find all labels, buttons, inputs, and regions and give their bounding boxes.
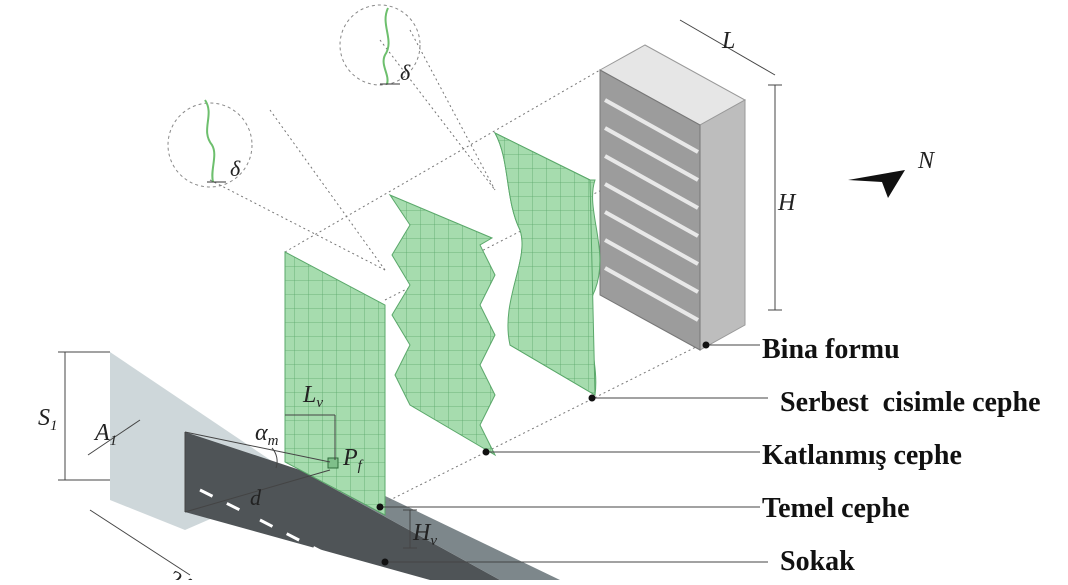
detail-bubble-left: δ	[167, 99, 253, 188]
callout-dots	[376, 341, 710, 566]
label-2A: 2A	[162, 565, 198, 580]
dimension-lines	[58, 19, 782, 576]
callout-leaders	[380, 344, 768, 563]
pf-point	[327, 457, 339, 469]
callout-sokak: Sokak	[780, 546, 855, 577]
delta-label-left: δ	[230, 156, 241, 181]
base-facade	[284, 251, 386, 516]
callout-serbest: Serbest cisimle cephe	[780, 387, 1041, 418]
label-Hv: Hv	[412, 520, 437, 549]
building-form	[598, 44, 747, 351]
delta-label-right: δ	[400, 60, 411, 85]
callout-katlanmis: Katlanmış cephe	[762, 440, 962, 471]
freeform-facade	[493, 131, 601, 396]
callout-bina-formu: Bina formu	[762, 334, 900, 365]
label-Lv: Lv	[302, 382, 323, 411]
label-A1: A1	[93, 420, 117, 449]
folded-facade	[388, 193, 497, 457]
label-d: d	[250, 485, 262, 510]
street-surface	[110, 352, 560, 580]
label-S1: S1	[38, 405, 58, 434]
label-Pf: Pf	[342, 445, 364, 474]
detail-bubble-right: δ	[339, 4, 421, 86]
north-label: N	[917, 148, 936, 174]
north-arrow-icon: N	[848, 148, 936, 198]
callout-temel: Temel cephe	[762, 493, 910, 524]
label-L: L	[721, 28, 735, 54]
label-H: H	[777, 190, 797, 216]
label-alpha-m: αm	[255, 420, 279, 449]
